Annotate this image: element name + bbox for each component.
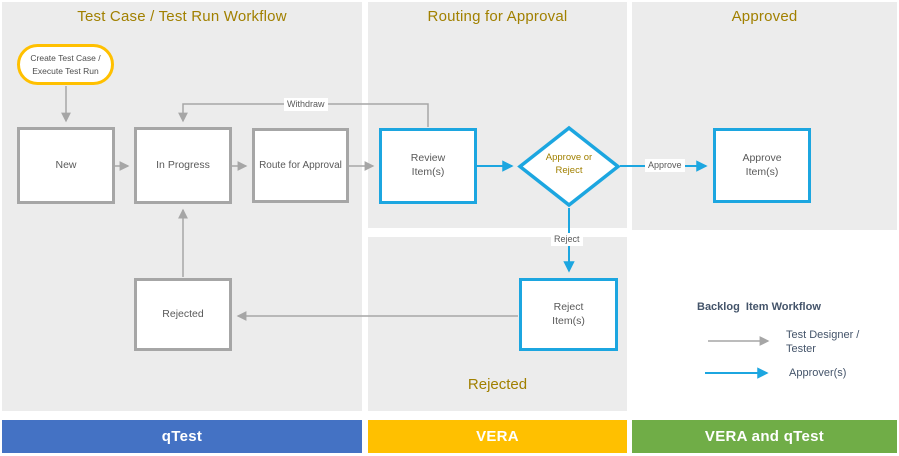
node-create-test-case: Create Test Case / Execute Test Run (17, 44, 114, 85)
legend-item-approver: Approver(s) (789, 367, 847, 379)
node-approve-or-reject-label: Approve or Reject (545, 152, 593, 177)
edge-label-reject: Reject (551, 233, 583, 246)
footer-bar-vera-and-qtest: VERA and qTest (632, 420, 897, 453)
section-title-rejected: Rejected (467, 376, 528, 393)
node-route-for-approval: Route for Approval (252, 128, 349, 203)
edge-label-approve: Approve (645, 159, 685, 172)
legend-title: Backlog Item Workflow (697, 301, 821, 313)
node-rejected: Rejected (134, 278, 232, 351)
node-new: New (17, 127, 115, 204)
edge-label-withdraw: Withdraw (284, 98, 328, 111)
section-title-approved: Approved (731, 8, 798, 25)
footer-bar-vera: VERA (368, 420, 627, 453)
footer-bar-qtest: qTest (2, 420, 362, 453)
node-reject-items: Reject Item(s) (519, 278, 618, 351)
node-approve-items: Approve Item(s) (713, 128, 811, 203)
node-in-progress: In Progress (134, 127, 232, 204)
node-review-items: Review Item(s) (379, 128, 477, 204)
section-title-workflow: Test Case / Test Run Workflow (77, 8, 287, 25)
section-title-routing: Routing for Approval (427, 8, 568, 25)
legend-item-test-designer: Test Designer / Tester (786, 329, 860, 355)
